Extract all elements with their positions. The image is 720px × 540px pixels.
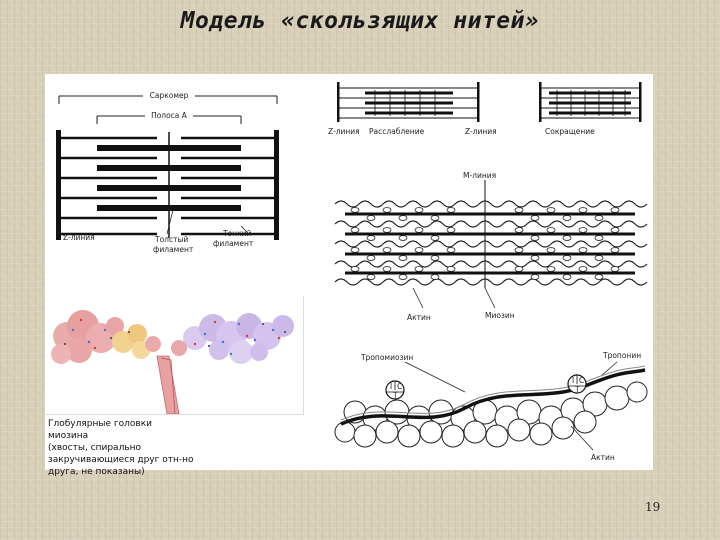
troponin-i-right: I [572, 376, 574, 385]
label-z-line-relax-right: Z-линия [465, 127, 497, 136]
caption-line: закручивающиеся друг отн-но [48, 455, 194, 465]
z-line-left [56, 130, 61, 240]
page-number: 19 [645, 500, 661, 514]
caption-line: (хвосты, спирально [48, 443, 142, 453]
label-tropomyosin: Тропомиозин [360, 353, 413, 362]
caption-line: миозина [48, 431, 89, 441]
slide-title: Модель «скользящих нитей» [180, 8, 540, 34]
label-sarcomere: Саркомер [150, 91, 189, 100]
sarcomere-diagram: Саркомер Полоса А [56, 91, 279, 254]
caption-line: друга, не показаны) [48, 467, 145, 477]
relaxation-contraction-diagram: Z-линия Расслабление Z-линия Сокращени [328, 82, 642, 136]
troponin-i-left: I [390, 382, 392, 391]
label-relaxation: Расслабление [369, 127, 425, 136]
caption-line: Глобулярные головки [48, 419, 152, 429]
label-a-band: Полоса А [151, 111, 188, 120]
label-m-line: М-линия [463, 171, 496, 180]
filament-detail-diagram: М-линия [334, 171, 648, 322]
diagram-canvas: Саркомер Полоса А [56, 82, 648, 462]
troponin-c-left: C [397, 382, 402, 391]
label-thick-filament-2: филамент [153, 245, 194, 254]
label-myosin: Миозин [485, 311, 515, 320]
z-line-right [274, 130, 279, 240]
diagram-panel: Саркомер Полоса А [45, 74, 653, 470]
thin-filament-detail: Тропомиозин Тропонин [334, 351, 648, 462]
label-thick-filament-1: Толстый [154, 235, 188, 244]
troponin-complex-left: I C T [385, 380, 405, 400]
label-thin-filament-2: филамент [213, 239, 254, 248]
label-actin-bottom: Актин [591, 453, 615, 462]
label-z-line-relax-left: Z-линия [328, 127, 360, 136]
troponin-t-right: T [574, 385, 580, 394]
label-thin-filament-1: Тонкий [222, 229, 251, 238]
label-actin-middle: Актин [407, 313, 431, 322]
myosin-protein-structure-image [45, 296, 304, 415]
troponin-t-left: T [392, 391, 398, 400]
label-contraction: Сокращение [545, 127, 595, 136]
troponin-c-right: C [579, 376, 584, 385]
label-z-line: Z-линия [63, 233, 95, 242]
label-troponin: Тропонин [602, 351, 641, 360]
protein-caption: Глобулярные головки миозина (хвосты, спи… [48, 418, 248, 478]
troponin-complex-right: I C T [567, 374, 587, 394]
